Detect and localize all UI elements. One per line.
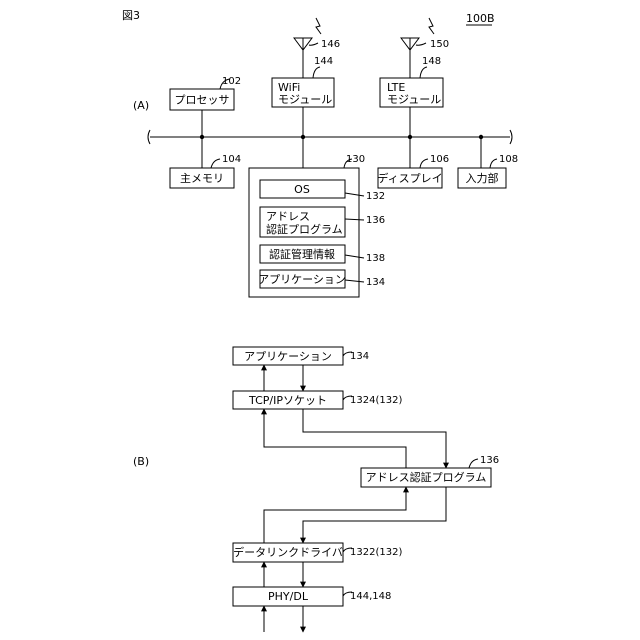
input-ref: 108 — [499, 154, 518, 165]
auth-info-ref: 138 — [366, 253, 385, 264]
display-label: ディスプレイ — [377, 171, 442, 185]
processor-ref: 102 — [222, 76, 241, 87]
lte-antenna-leader — [416, 43, 426, 45]
main-memory-ref: 104 — [222, 154, 241, 165]
datalink-ref: 1322(132) — [350, 547, 402, 558]
input-label: 入力部 — [466, 171, 499, 185]
display-block: ディスプレイ — [377, 168, 442, 188]
bus-left-break — [148, 130, 150, 144]
input-block: 入力部 — [458, 168, 506, 188]
application-block-a: アプリケーション — [258, 270, 346, 288]
auth-program-line1: アドレス — [266, 210, 310, 223]
tcpip-block: TCP/IPソケット — [233, 391, 343, 409]
os-block: OS — [260, 180, 345, 198]
main-memory-block: 主メモリ — [170, 168, 234, 188]
figure-label: 図3 — [122, 9, 140, 22]
application-block-b: アプリケーション — [233, 347, 343, 365]
wifi-module-leader — [313, 67, 320, 78]
part-a-label: (A) — [133, 99, 149, 112]
phy-ref: 144,148 — [350, 591, 391, 602]
wifi-antenna-icon — [294, 18, 321, 78]
application-ref-b: 134 — [350, 351, 369, 362]
lte-module-line2: モジュール — [387, 93, 441, 106]
display-leader — [420, 159, 428, 168]
lte-module-leader — [420, 67, 427, 78]
processor-label: プロセッサ — [175, 94, 230, 107]
datalink-block: データリンクドライバ — [233, 543, 343, 562]
wifi-module-block: WiFi モジュール — [272, 78, 334, 107]
wifi-antenna-ref: 146 — [321, 39, 340, 50]
datalink-label: データリンクドライバ — [233, 545, 343, 559]
auth-program-ref: 136 — [366, 215, 385, 226]
phy-label: PHY/DL — [268, 590, 309, 603]
bus-right-break — [510, 130, 512, 144]
application-label-b: アプリケーション — [244, 350, 332, 363]
lte-module-block: LTE モジュール — [380, 78, 443, 107]
auth-program-leader-b — [469, 459, 478, 468]
auth-program-label-b: アドレス認証プログラム — [366, 470, 487, 484]
lte-module-ref: 148 — [422, 56, 441, 67]
main-memory-label: 主メモリ — [180, 172, 224, 185]
processor-block: プロセッサ — [170, 89, 234, 110]
auth-program-ref-b: 136 — [480, 455, 499, 466]
part-b-label: (B) — [133, 455, 149, 468]
auth-info-label: 認証管理情報 — [269, 247, 335, 261]
wifi-antenna-leader — [309, 43, 318, 45]
application-ref-a: 134 — [366, 277, 385, 288]
wifi-module-ref: 144 — [314, 56, 333, 67]
auth-info-block: 認証管理情報 — [260, 245, 345, 263]
input-leader — [490, 159, 497, 168]
auth-program-block: アドレス 認証プログラム — [260, 207, 345, 237]
figure-ref: 100B — [466, 12, 495, 25]
tcpip-ref: 1324(132) — [350, 395, 402, 406]
main-memory-leader — [211, 159, 220, 168]
os-label: OS — [294, 183, 310, 196]
auth-program-block-b: アドレス認証プログラム — [361, 468, 491, 487]
lte-antenna-ref: 150 — [430, 39, 449, 50]
os-ref: 132 — [366, 191, 385, 202]
wifi-module-line2: モジュール — [278, 93, 332, 106]
storage-ref: 130 — [346, 154, 365, 165]
auth-program-line2: 認証プログラム — [266, 222, 343, 236]
phy-block: PHY/DL — [233, 587, 343, 606]
display-ref: 106 — [430, 154, 449, 165]
tcpip-label: TCP/IPソケット — [248, 394, 327, 407]
application-label-a: アプリケーション — [258, 273, 346, 286]
